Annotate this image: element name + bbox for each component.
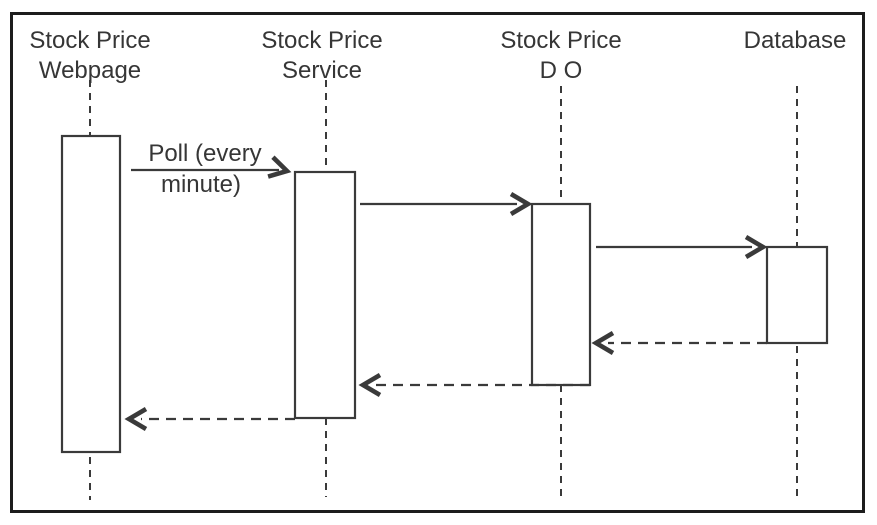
participant-label-line1: Stock Price xyxy=(500,27,621,54)
participant-label-line2: D O xyxy=(540,57,583,84)
activation-box-stock-price-webpage xyxy=(60,134,122,454)
participant-label-line1: Database xyxy=(744,27,847,54)
arrowhead-left-icon xyxy=(358,373,382,397)
participant-label-line1: Stock Price xyxy=(29,27,150,54)
arrowhead-left-icon xyxy=(124,407,148,431)
participant-label-line1: Stock Price xyxy=(261,27,382,54)
message-arrow-service-to-dao xyxy=(360,192,533,216)
message-label-poll-line1: Poll (every xyxy=(148,140,261,167)
activation-box-stock-price-dao xyxy=(530,202,592,387)
message-arrow-dao-return xyxy=(358,373,590,397)
message-label-poll-line2: minute) xyxy=(161,171,241,198)
arrowhead-left-icon xyxy=(591,331,615,355)
arrowhead-right-icon xyxy=(744,235,768,259)
message-arrow-poll: Poll (every minute) xyxy=(131,140,292,198)
participant-header-stock-price-dao: Stock Price D O xyxy=(500,27,621,84)
participant-label-line2: Webpage xyxy=(39,57,141,84)
arrowhead-right-icon xyxy=(267,155,292,179)
message-arrow-dao-to-database xyxy=(596,235,768,259)
participant-header-stock-price-service: Stock Price Service xyxy=(261,27,382,84)
activation-box-stock-price-service xyxy=(293,170,357,420)
participant-header-database: Database xyxy=(744,27,847,54)
message-arrow-database-return xyxy=(591,331,767,355)
activation-box-database xyxy=(765,245,829,345)
participant-header-stock-price-webpage: Stock Price Webpage xyxy=(29,27,150,84)
arrowhead-right-icon xyxy=(509,192,533,216)
participant-label-line2: Service xyxy=(282,57,362,84)
diagram-border xyxy=(10,12,865,513)
message-arrow-service-return xyxy=(124,407,295,431)
